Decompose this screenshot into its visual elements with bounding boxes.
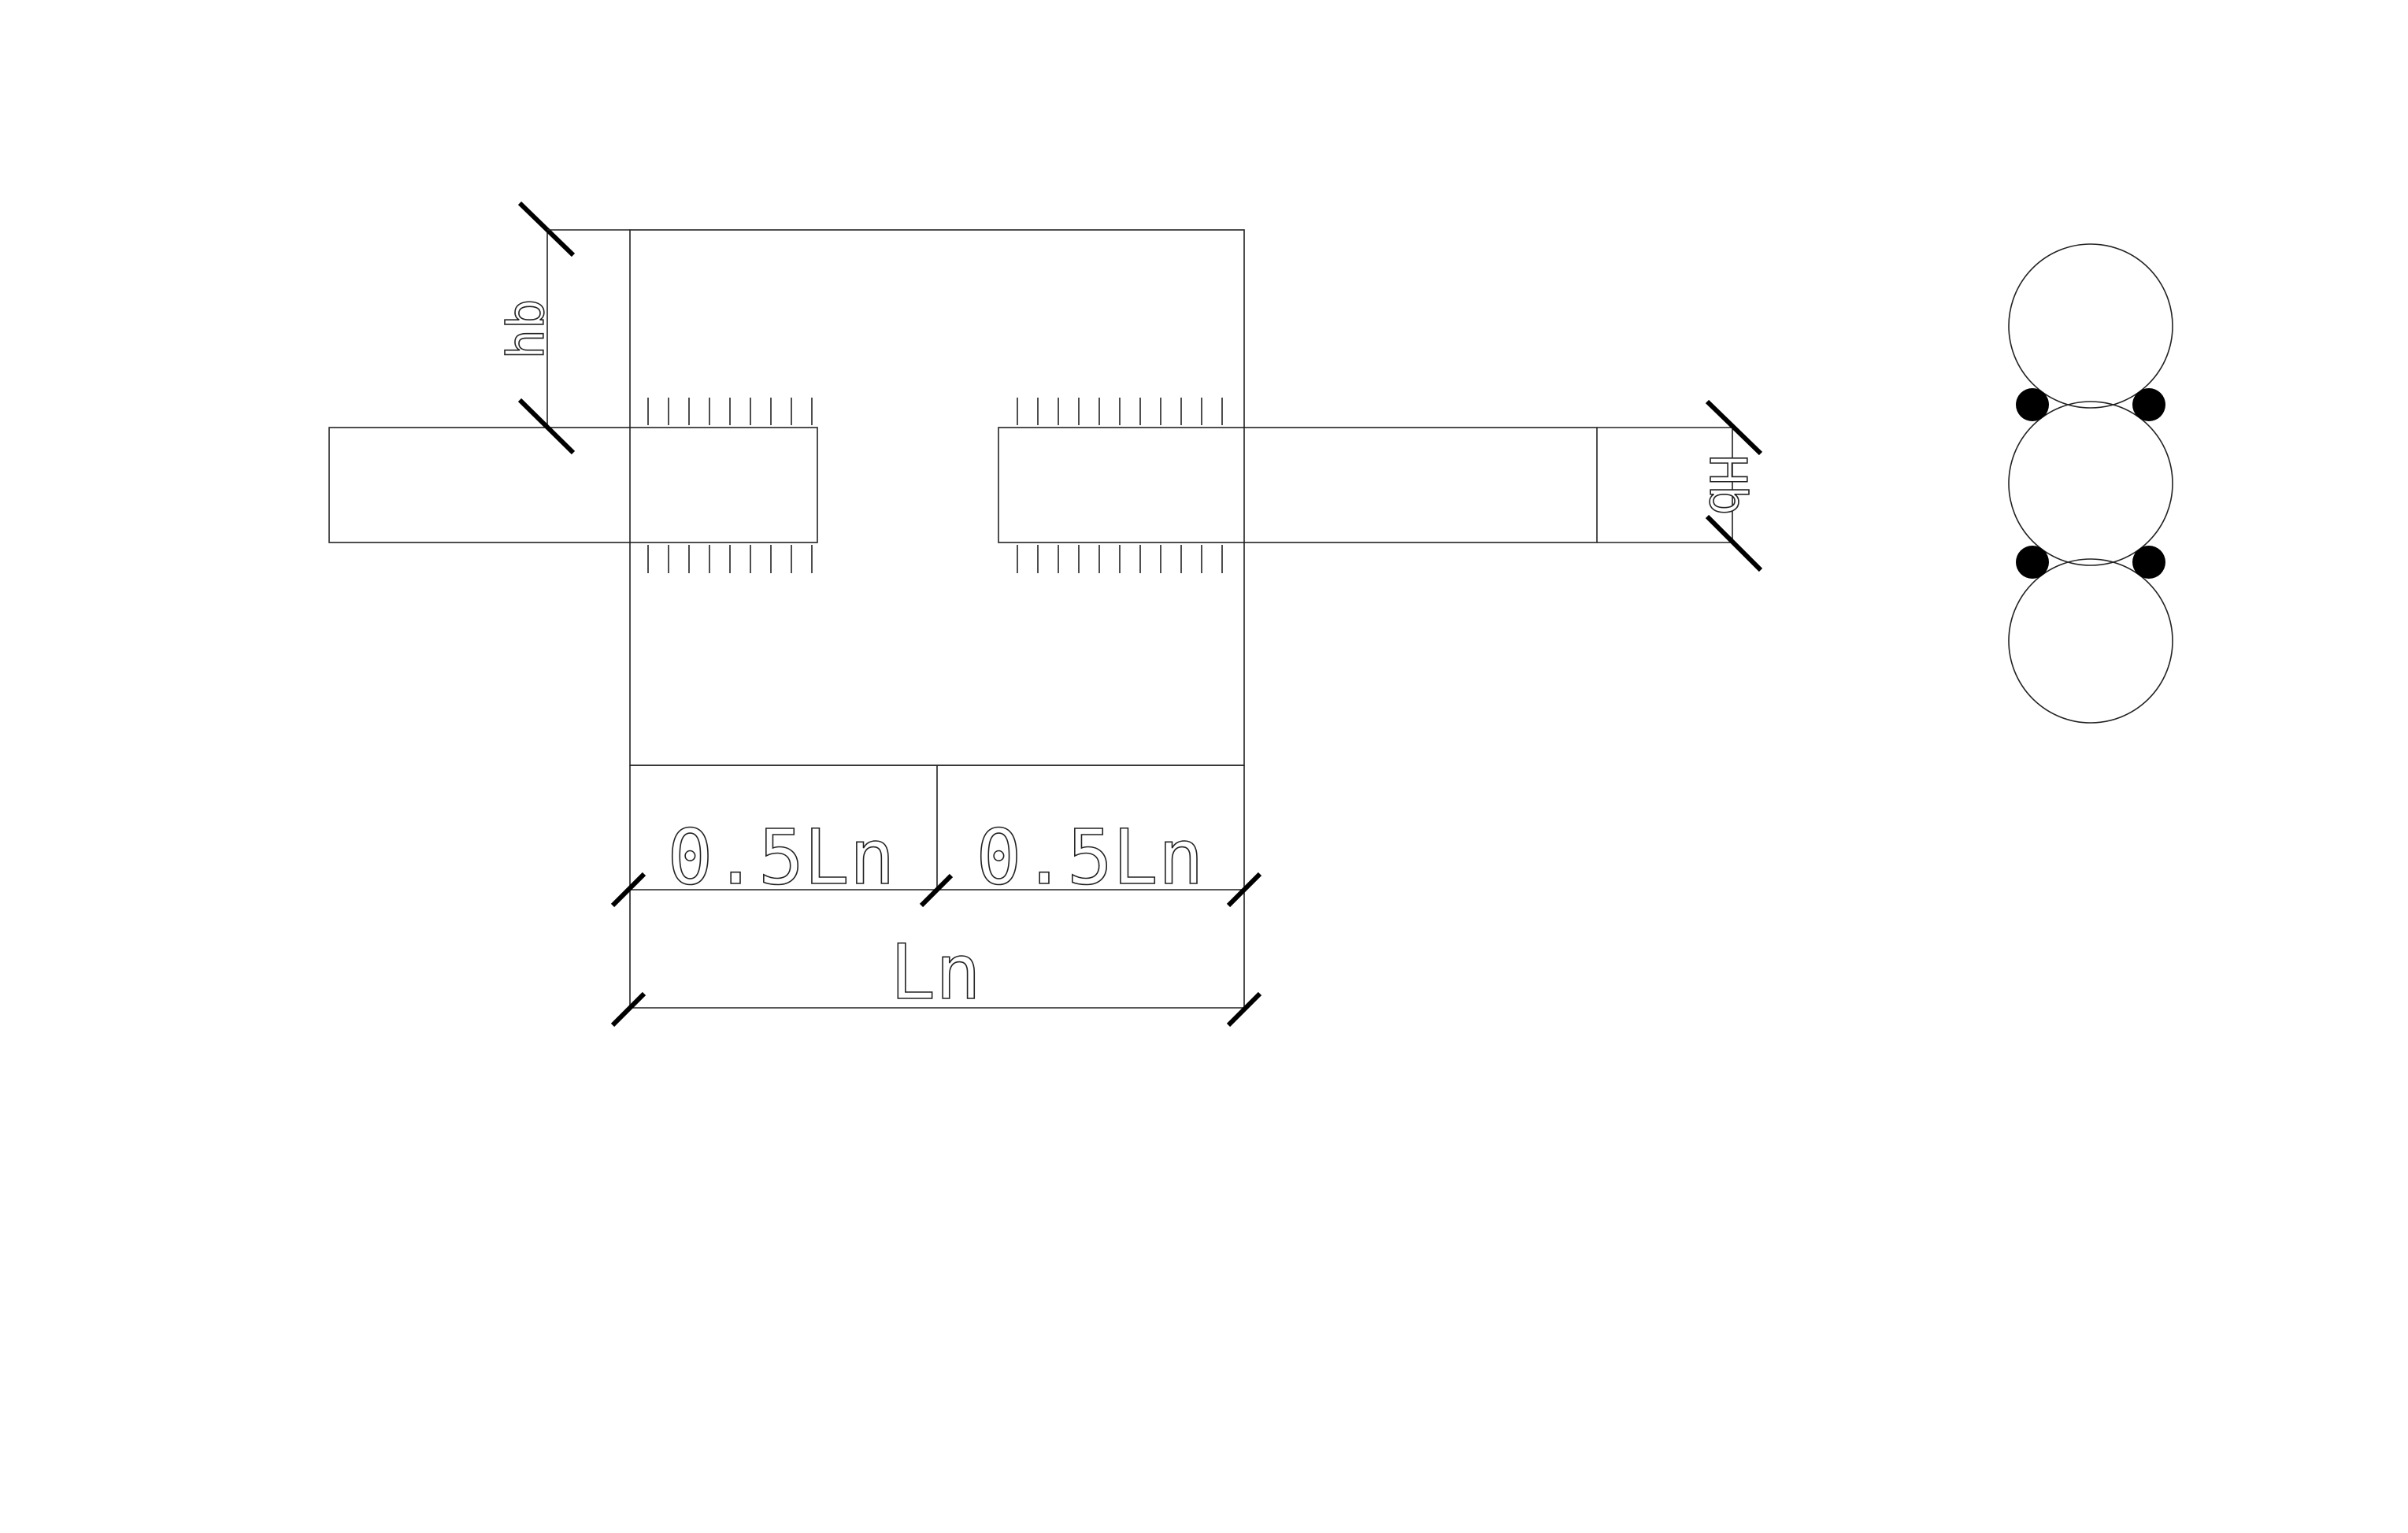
half-span-tick-right [1226,872,1262,908]
clear-span-tick-right [1226,991,1262,1028]
label-half-span-right: 0.5Ln [976,813,1204,902]
left-beam-stirrups [647,398,813,573]
hb-bottom-tick [517,398,576,455]
rebar-dot [2016,388,2049,421]
rebar-dot [2016,546,2049,579]
section-circle-top [2008,243,2173,409]
rebar-dot [2132,546,2165,579]
hb-top-tick [517,201,576,257]
section-circle-middle [2008,401,2173,566]
pile-cross-section [2008,243,2173,724]
rebar-dot [2132,388,2165,421]
label-half-span-left: 0.5Ln [668,813,895,902]
half-span-tick-mid [919,873,954,908]
label-clear-span: Ln [890,928,981,1016]
clear-span-tick-left [610,991,646,1028]
Hb-top-tick [1705,399,1763,456]
right-beam-stirrups [1017,398,1223,573]
right-beam [998,427,1598,543]
column-outline [629,229,1245,766]
Hb-bottom-tick [1705,514,1763,572]
label-Hb: Hb [1698,454,1756,515]
label-hb: hb [498,298,556,359]
half-span-tick-left [610,872,646,908]
left-beam [328,427,818,543]
section-circle-bottom [2008,558,2173,724]
